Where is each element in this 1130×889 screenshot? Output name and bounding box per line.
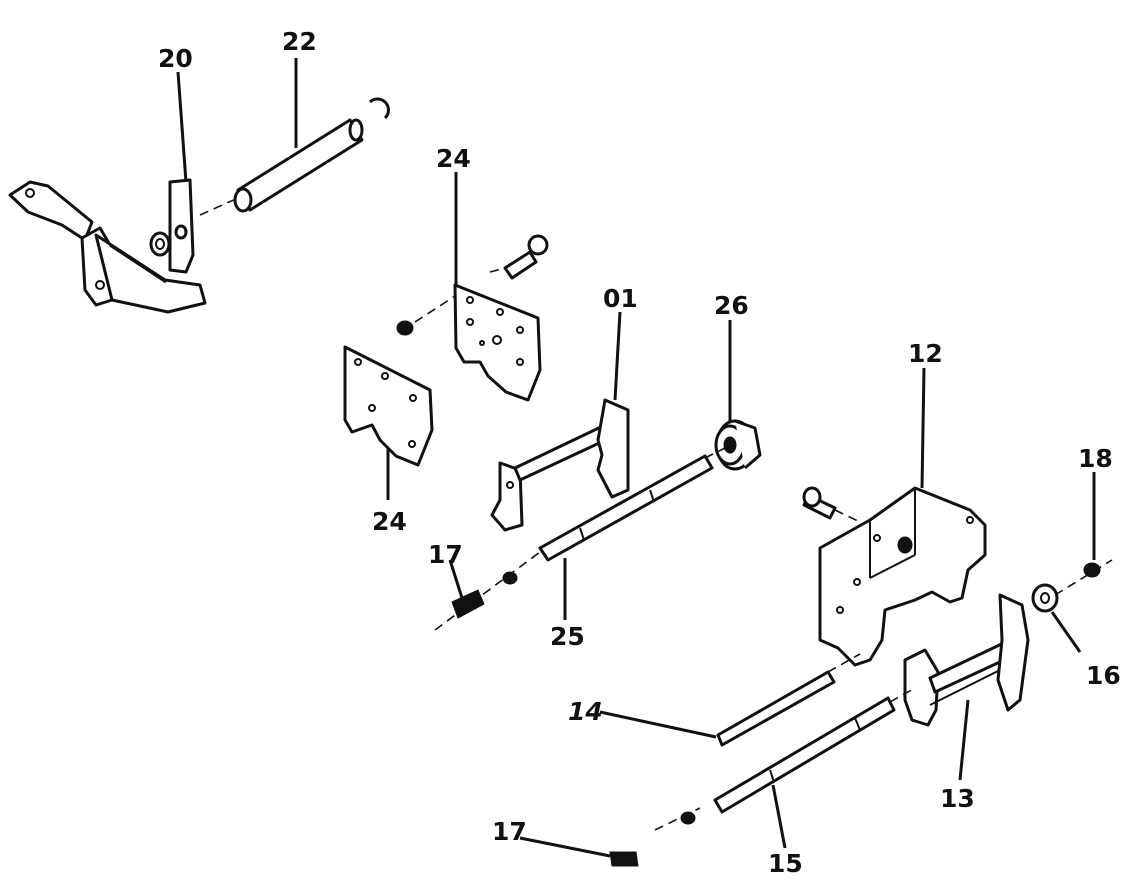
label-15: 15 (768, 849, 803, 878)
label-17-left: 17 (428, 540, 463, 569)
label-20: 20 (158, 44, 193, 73)
label-16: 16 (1086, 661, 1121, 690)
part-17-left-screw (451, 589, 485, 619)
bolt-and-nut-upper (396, 234, 549, 336)
label-22: 22 (282, 27, 317, 56)
label-12: 12 (908, 339, 943, 368)
label-13: 13 (940, 784, 975, 813)
label-18: 18 (1078, 444, 1113, 473)
part-15-shaft (654, 687, 916, 831)
part-17-bottom-screw (609, 851, 639, 867)
label-17-bottom: 17 (492, 817, 527, 846)
label-24-top: 24 (436, 144, 471, 173)
part-26-bearing (714, 419, 762, 471)
part-24-upper-plate (453, 283, 542, 402)
part-24-lower-plate (343, 345, 434, 467)
label-14: 14 (568, 697, 603, 726)
part-18-nut (1054, 559, 1113, 596)
part-20-pedal-lever (8, 178, 207, 314)
part-22-pivot-pin (199, 97, 390, 216)
bolt-part-12 (802, 486, 861, 523)
label-26: 26 (714, 291, 749, 320)
part-labels: 20 22 24 01 26 12 18 24 17 25 16 14 13 1… (158, 27, 1121, 878)
part-14-rod (716, 653, 861, 747)
part-25-shaft (434, 447, 726, 631)
part-13-lower-bracket (903, 593, 1030, 727)
label-24-bottom: 24 (372, 507, 407, 536)
leader-lines (176, 58, 1096, 858)
label-25: 25 (550, 622, 585, 651)
part-01-bracket (490, 398, 630, 532)
part-12-housing (818, 486, 987, 667)
label-01: 01 (603, 284, 638, 313)
part-16-washer (1031, 583, 1059, 613)
